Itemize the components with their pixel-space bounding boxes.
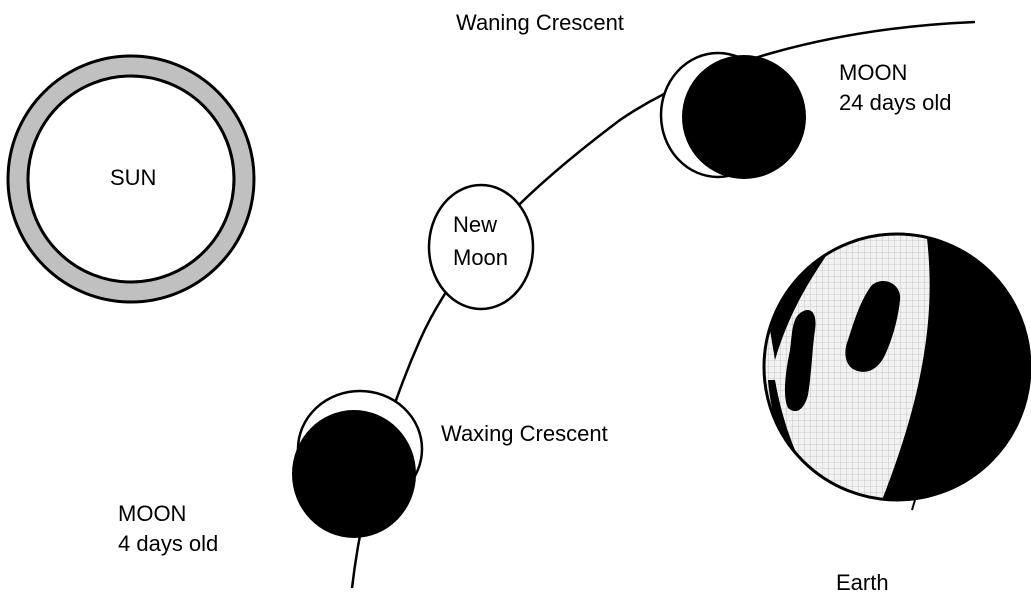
- waxing-crescent-label: Waxing Crescent: [441, 421, 608, 446]
- new-moon: New Moon: [427, 183, 535, 311]
- moon-24-days: [659, 51, 806, 179]
- moon-4-days: [292, 389, 424, 538]
- new-moon-label-line1: New: [453, 212, 497, 237]
- moon-24-label-line1: MOON: [839, 60, 907, 85]
- earth-label: Earth: [836, 570, 889, 593]
- waning-crescent-label: Waning Crescent: [456, 10, 624, 35]
- moon-4-dark-part: [292, 410, 416, 538]
- earth: Earth: [762, 232, 1031, 593]
- moon-24-dark-part: [682, 55, 806, 179]
- earth-night-side: [880, 234, 1030, 500]
- sun-label: SUN: [110, 165, 156, 190]
- sun: SUN: [6, 54, 256, 304]
- moon-4-label-line2: 4 days old: [118, 531, 218, 556]
- moon-24-label-line2: 24 days old: [839, 90, 952, 115]
- earth-continent-1: [784, 310, 816, 412]
- moon-4-label-line1: MOON: [118, 501, 186, 526]
- earth-outline: [762, 232, 1031, 502]
- earth-continent-2: [845, 280, 901, 372]
- sun-inner-disc: [26, 74, 236, 284]
- new-moon-label-line2: Moon: [453, 245, 508, 270]
